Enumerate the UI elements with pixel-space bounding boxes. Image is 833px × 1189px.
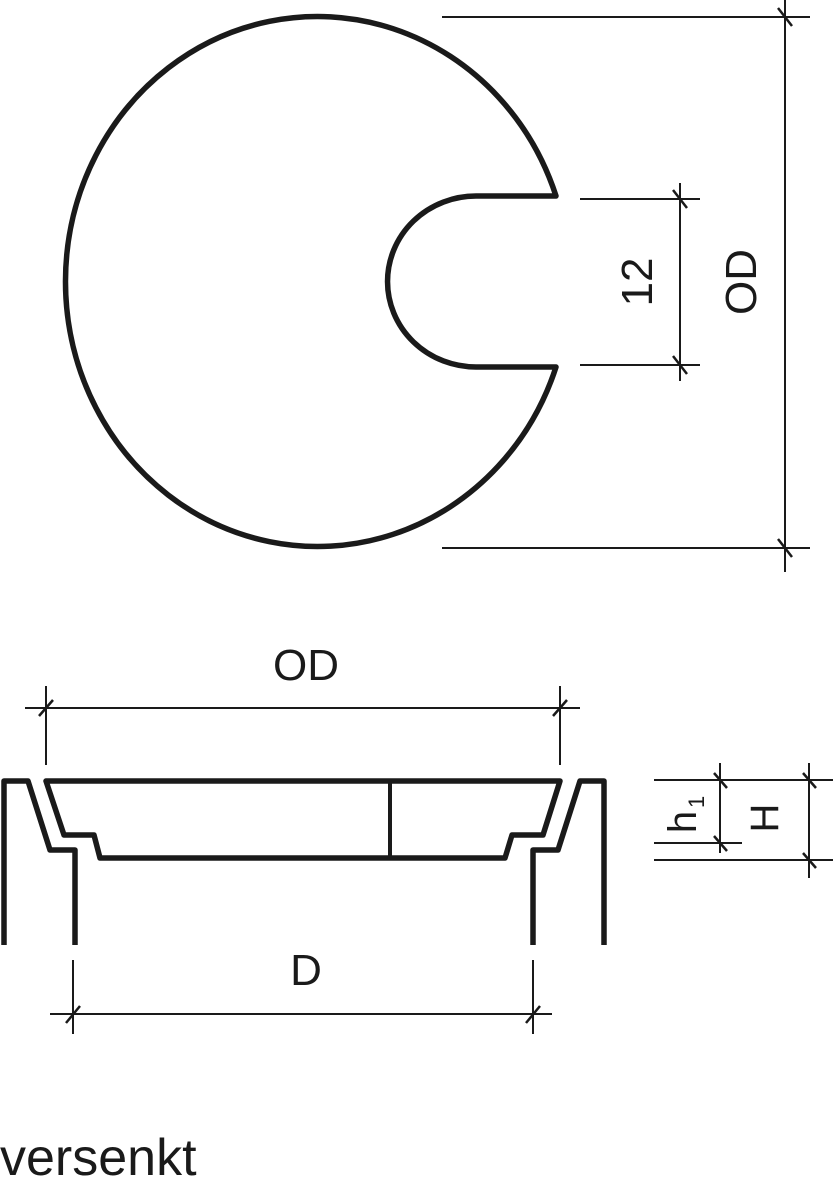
od-label-horizontal: OD (273, 641, 339, 690)
h-label: H (743, 804, 787, 833)
caption-versenkt: versenkt (0, 1129, 197, 1187)
side-view: OD D h 1 H (1, 641, 833, 1034)
top-view: 12 OD (62, 0, 810, 572)
tick-mark (38, 699, 54, 717)
tick-mark (777, 538, 793, 558)
tick-mark (713, 835, 728, 852)
slot-width-label: 12 (613, 258, 662, 307)
tick-mark (65, 1005, 81, 1024)
tick-mark (672, 189, 688, 209)
svg-text:h: h (661, 811, 705, 833)
tick-mark (525, 1005, 541, 1024)
tick-mark (672, 355, 688, 375)
disc-outline (62, 13, 559, 550)
tick-mark (802, 852, 817, 869)
d-label: D (290, 946, 322, 995)
tick-mark (777, 7, 793, 27)
tick-mark (802, 772, 817, 789)
table-cutout-left (1, 778, 78, 945)
svg-text:1: 1 (684, 796, 709, 808)
table-cutout-right (530, 778, 607, 945)
h1-label: h 1 (661, 796, 709, 833)
od-label-vertical: OD (717, 249, 766, 315)
tick-mark (713, 772, 728, 789)
grommet-cap-section (43, 778, 563, 861)
tick-mark (552, 699, 568, 717)
